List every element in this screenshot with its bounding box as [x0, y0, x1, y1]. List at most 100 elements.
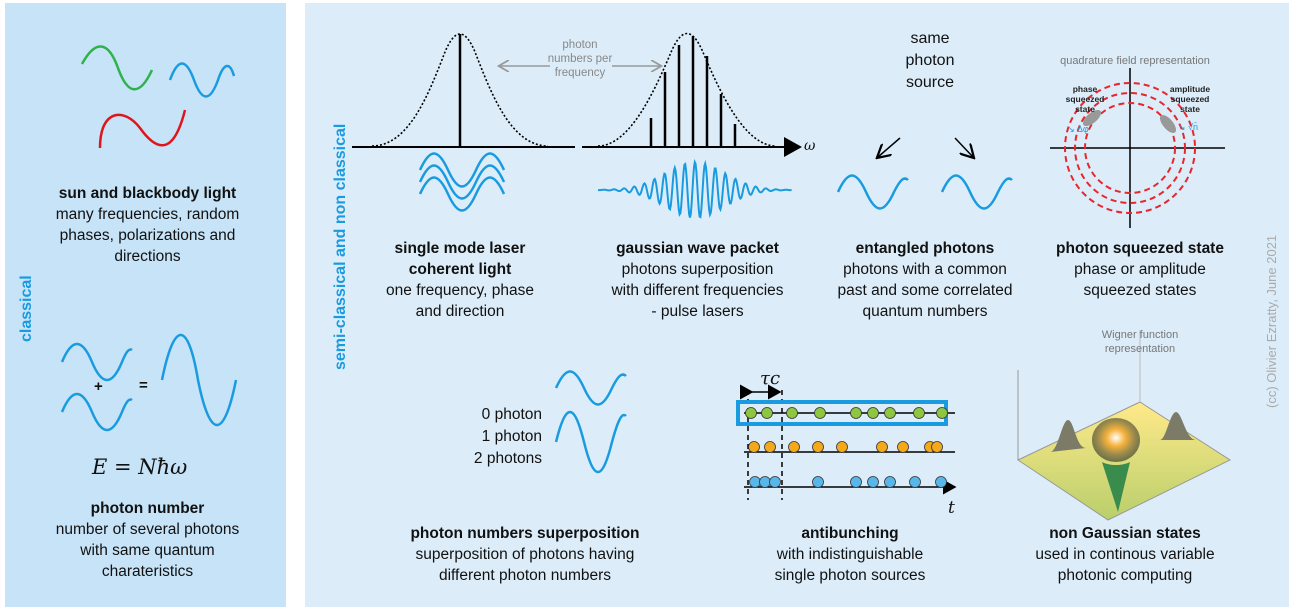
caption-antibunching: antibunching with indistinguishable sing…: [750, 523, 950, 586]
photon-dot: [749, 476, 761, 488]
photons-per-frequency-label: photon numbers per frequency: [540, 38, 620, 80]
ps-3: state: [1075, 104, 1095, 114]
caption-sup-title: photon numbers superposition: [410, 525, 640, 542]
photon-dot: [769, 476, 781, 488]
caption-pn-l2: with same quantum: [80, 542, 215, 559]
caption-entangled-title: entangled photons: [855, 240, 995, 257]
wave-packet: [598, 158, 792, 219]
caption-sun-l1: many frequencies, random: [55, 206, 240, 223]
photon-dot: [814, 407, 826, 419]
ps-1: phase: [1072, 84, 1098, 94]
same-line-3: source: [905, 74, 955, 91]
caption-gaussian-l1: photons superposition: [621, 261, 774, 278]
photon-dot: [935, 476, 947, 488]
caption-nongaussian: non Gaussian states used in continous va…: [1020, 523, 1230, 586]
count-2: 2 photons: [473, 450, 542, 467]
caption-sun-l2: phases, polarizations and: [59, 227, 236, 244]
omega-label: ω: [804, 138, 816, 154]
caption-anti-l2: single photon sources: [774, 567, 926, 584]
photon-dot: [788, 441, 800, 453]
photon-dot: [836, 441, 848, 453]
photon-dot: [764, 441, 776, 453]
caption-sup-l1: superposition of photons having: [415, 546, 635, 563]
photon-dot: [786, 407, 798, 419]
photon-dot: [745, 407, 757, 419]
green-wave: [80, 45, 154, 91]
caption-sun-l3: directions: [114, 248, 181, 265]
photon-dot: [876, 441, 888, 453]
photon-dot: [913, 407, 925, 419]
same-source-label: same photon source: [880, 28, 980, 94]
tau-label: τc: [760, 368, 781, 389]
t-axis-label: t: [948, 498, 955, 518]
caption-anti-title: antibunching: [801, 525, 899, 542]
caption-gaussian-l3: - pulse lasers: [651, 303, 744, 320]
caption-squeezed: photon squeezed state phase or amplitude…: [1040, 238, 1240, 301]
sqrt-n-label: ↘ √n̄: [1178, 122, 1198, 132]
energy-equation: E = Nħω: [92, 455, 188, 479]
caption-squeezed-l1: phase or amplitude: [1074, 261, 1206, 278]
ppf-line-1: photon: [562, 39, 598, 51]
wave-bottom: [60, 392, 133, 432]
same-line-1: same: [910, 30, 950, 47]
plus-sign: +: [94, 378, 103, 395]
caption-gaussian: gaussian wave packet photons superpositi…: [585, 238, 810, 322]
wigner-2: representation: [1104, 343, 1176, 355]
photon-counts: 0 photon 1 photon 2 photons: [432, 404, 542, 470]
wigner-1: Wigner function: [1101, 329, 1179, 341]
caption-sun: sun and blackbody light many frequencies…: [15, 183, 280, 267]
as-2: squeezed: [1170, 94, 1210, 104]
caption-ng-l1: used in continous variable: [1035, 546, 1215, 563]
photon-dot: [812, 476, 824, 488]
photon-dot: [850, 476, 862, 488]
photon-dot: [850, 407, 862, 419]
wave-top: [60, 342, 133, 382]
caption-entangled-l2: past and some correlated: [837, 282, 1013, 299]
caption-entangled: entangled photons photons with a common …: [815, 238, 1035, 322]
equals-sign: =: [139, 377, 148, 394]
photon-dot: [759, 476, 771, 488]
caption-superposition: photon numbers superposition superpositi…: [400, 523, 650, 586]
quadrature-label: quadrature field representation: [1060, 55, 1210, 67]
caption-pn-l3: charateristics: [101, 563, 194, 580]
photon-dot: [812, 441, 824, 453]
red-wave: [98, 109, 187, 149]
photon-dot: [884, 407, 896, 419]
caption-ng-title: non Gaussian states: [1049, 525, 1201, 542]
caption-gaussian-l2: with different frequencies: [611, 282, 784, 299]
photon-dot: [867, 476, 879, 488]
caption-sun-title: sun and blackbody light: [58, 185, 237, 202]
photon-dot: [761, 407, 773, 419]
amplitude-squeezed-label: amplitude squeezed state: [1160, 84, 1220, 114]
caption-gaussian-title: gaussian wave packet: [616, 240, 779, 257]
caption-laser-l1: coherent light: [408, 261, 512, 278]
photon-dot: [909, 476, 921, 488]
blue-wave-small: [168, 62, 236, 98]
photon-dot: [936, 407, 948, 419]
caption-ng-l2: photonic computing: [1057, 567, 1193, 584]
caption-squeezed-l2: squeezed states: [1083, 282, 1197, 299]
delta-phi-label: ↘ Δφ: [1067, 124, 1089, 134]
classical-panel: [5, 3, 286, 607]
wave-sum: [160, 333, 238, 427]
caption-anti-l1: with indistinguishable: [776, 546, 924, 563]
photon-dot: [748, 441, 760, 453]
same-line-2: photon: [905, 52, 955, 69]
photon-dot: [884, 476, 896, 488]
caption-entangled-l1: photons with a common: [843, 261, 1007, 278]
wigner-label: Wigner function representation: [1080, 328, 1200, 356]
caption-squeezed-title: photon squeezed state: [1056, 240, 1224, 257]
caption-pn-title: photon number: [90, 500, 205, 517]
phase-squeezed-label: phase squeezed state: [1060, 84, 1110, 114]
photon-dot: [897, 441, 909, 453]
ppf-line-2: numbers per: [547, 53, 613, 65]
caption-sup-l2: different photon numbers: [438, 567, 612, 584]
ppf-line-3: frequency: [554, 67, 606, 79]
as-1: amplitude: [1169, 84, 1211, 94]
count-0: 0 photon: [481, 406, 542, 423]
photon-dot: [931, 441, 943, 453]
count-1: 1 photon: [481, 428, 542, 445]
ps-2: squeezed: [1065, 94, 1105, 104]
photon-dot: [867, 407, 879, 419]
